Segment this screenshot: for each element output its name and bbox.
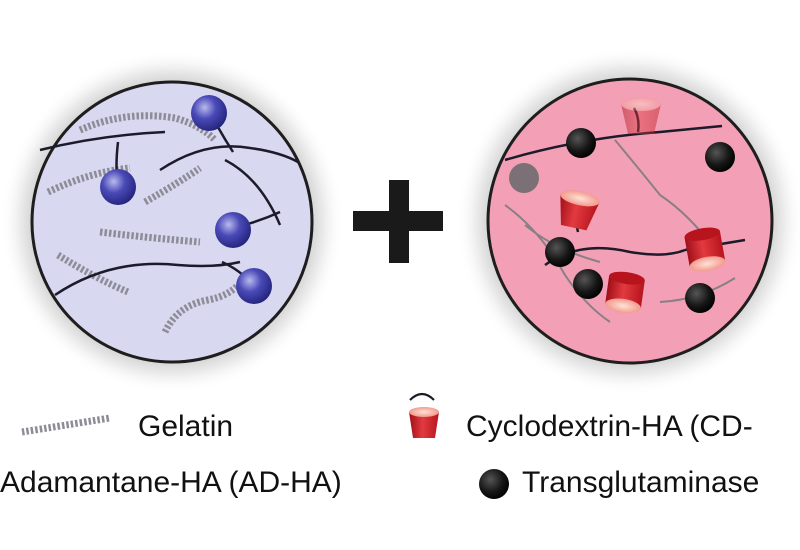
ha-chain [159,145,299,172]
cyclodextrin-cups [560,97,726,314]
wavy-strand-icon [21,414,111,436]
adamantane-sphere [215,212,251,248]
cyclodextrin-cup [605,271,645,314]
transglutaminase-dot [566,128,596,158]
cup-icon [409,392,439,438]
adamantane-sphere [236,268,272,304]
left-panel [0,50,344,394]
legend-gelatin-label: Gelatin [138,410,234,443]
cyclodextrin-cup [560,190,600,231]
transglutaminase-dot [685,283,715,313]
adamantane-spheres [100,95,272,304]
legend-transglutaminase-label: Transglutaminase [522,466,760,499]
right-panel [456,47,800,395]
dot-icon [479,469,509,499]
gelatin-strand [161,282,241,334]
transglutaminase-dots [509,128,735,313]
gelatin-strand [99,228,201,246]
cyclodextrin-cup [621,97,661,134]
transglutaminase-dot [509,163,539,193]
ha-chain [54,260,241,297]
ha-chain [224,158,282,226]
transglutaminase-dot [573,269,603,299]
adamantane-sphere [100,169,136,205]
legend-adamantane-label: Adamantane-HA (AD-HA) [0,466,342,499]
gelatin-strand [143,165,203,206]
gelatin-strand [504,204,611,323]
transglutaminase-dot [545,237,575,267]
legend-cyclodextrin-label: Cyclodextrin-HA (CD- [466,410,753,443]
plus-sign [353,180,443,263]
legend-icons [21,392,509,499]
ha-chain [39,130,166,152]
gelatin-strand [46,164,131,196]
adamantane-sphere [191,95,227,131]
cyclodextrin-cup [684,227,726,272]
transglutaminase-dot [705,142,735,172]
gelatin-strand [78,112,218,143]
